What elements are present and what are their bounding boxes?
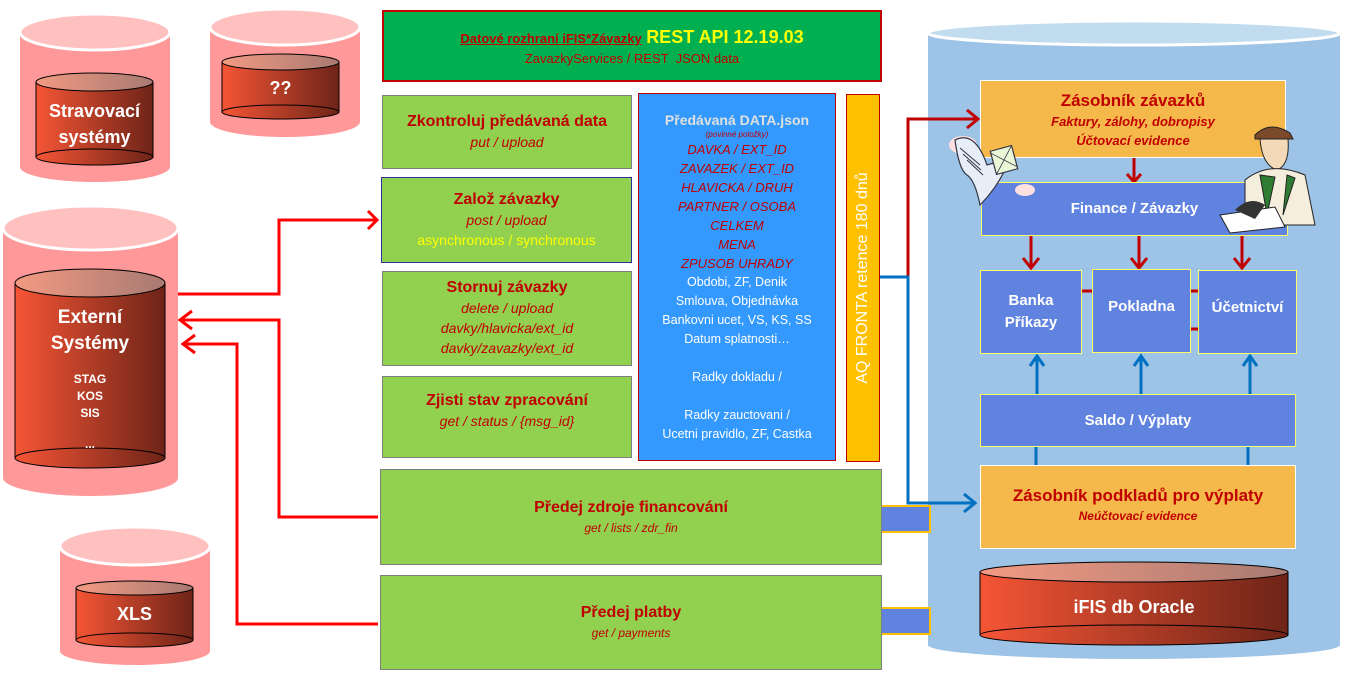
optional-field xyxy=(639,387,835,406)
connectors-red xyxy=(177,209,380,626)
optional-field: Radky zauctovani / xyxy=(684,408,790,422)
cylinder-stravovaci xyxy=(18,12,172,182)
op-method: get / payments xyxy=(591,626,671,640)
op-path: davky/hlavicka/ext_id xyxy=(440,320,574,336)
dove-with-letter-icon xyxy=(949,136,1035,207)
zasobnik-zavazku-line1: Faktury, zálohy, dobropisy xyxy=(1051,114,1215,129)
op-note: asynchronous / synchronous xyxy=(417,232,596,248)
arrowhead-externi-2 xyxy=(180,333,196,355)
required-field: ZAVAZEK / EXT_ID xyxy=(679,161,795,176)
zasobnik-zavazku-line2: Účtovací evidence xyxy=(1076,133,1190,148)
arrowhead-zaloz xyxy=(366,209,380,231)
optional-field: Smlouva, Objednávka xyxy=(675,294,799,308)
externi-item: STAG xyxy=(73,372,107,386)
arrowhead-externi-1 xyxy=(177,309,193,331)
optional-field: Obdobi, ZF, Denik xyxy=(686,275,788,289)
optional-field: Radky dokladu / xyxy=(692,370,782,384)
externi-line1: Externí xyxy=(57,307,123,328)
op-zaloz[interactable]: Založ závazky post / upload asynchronous… xyxy=(381,177,632,263)
op-title: Předej platby xyxy=(580,604,682,621)
op-zjisti-stav[interactable]: Zjisti stav zpracování get / status / {m… xyxy=(382,376,632,458)
op-predej-platby[interactable]: Předej platby get / payments xyxy=(380,575,882,670)
required-field: MENA xyxy=(718,237,756,252)
optional-field xyxy=(639,349,835,368)
externi-label: Externí Systémy STAG KOS SIS ... xyxy=(15,305,165,453)
op-path: davky/zavazky/ext_id xyxy=(440,340,574,356)
cylinder-oracle xyxy=(979,561,1289,646)
required-field: HLAVICKA / DRUH xyxy=(681,180,793,195)
required-field: DAVKA / EXT_ID xyxy=(687,142,787,157)
required-field: ZPUSOB UHRADY xyxy=(681,256,793,271)
op-method: get / lists / zdr_fin xyxy=(584,521,678,535)
optional-field: Datum splatnosti… xyxy=(684,332,790,346)
op-zkontroluj[interactable]: Zkontroluj předávaná data put / upload xyxy=(382,95,632,169)
cylinder-unknown xyxy=(208,7,362,137)
externi-item: SIS xyxy=(80,406,100,420)
required-field: PARTNER / OSOBA xyxy=(678,199,796,214)
optional-field: Ucetni pravidlo, ZF, Castka xyxy=(662,427,812,441)
externi-line2: Systémy xyxy=(50,333,130,354)
zasobnik-podkladu-subtitle: Neúčtovací evidence xyxy=(1078,509,1198,523)
header-title-prefix: Datové rozhraní iFIS*Závazky xyxy=(460,31,642,46)
oracle-db-label: iFIS db Oracle xyxy=(1073,597,1195,617)
connector-from-zdroje xyxy=(180,318,378,519)
zasobnik-podkladu-title: Zásobník podkladů pro výplaty xyxy=(1012,486,1264,505)
stravovaci-line1: Stravovací xyxy=(48,101,141,121)
op-title: Zkontroluj předávaná data xyxy=(406,113,608,130)
zasobnik-zavazku: Zásobník závazků Faktury, zálohy, dobrop… xyxy=(980,80,1286,158)
finance-zavazky-label: Finance / Závazky xyxy=(1070,200,1199,217)
zasobnik-podkladu: Zásobník podkladů pro výplaty Neúčtovací… xyxy=(980,465,1296,549)
required-field: CELKEM xyxy=(710,218,764,233)
op-stornuj[interactable]: Stornuj závazky delete / upload davky/hl… xyxy=(382,271,632,366)
banka-line1: Banka xyxy=(1008,292,1054,309)
stravovaci-label: Stravovací systémy xyxy=(36,98,153,150)
aq-fronta-queue: AQ FRONTA retence 180 dnů xyxy=(846,94,880,462)
required-fields-list: DAVKA / EXT_ID ZAVAZEK / EXT_ID HLAVICKA /… xyxy=(639,140,835,273)
op-title: Založ závazky xyxy=(453,191,560,208)
optional-field: Bankovni ucet, VS, KS, SS xyxy=(662,313,812,327)
stravovaci-line2: systémy xyxy=(58,127,131,147)
op-method: put / upload xyxy=(470,134,544,150)
accountant-writing-icon xyxy=(1219,126,1316,234)
op-title: Stornuj závazky xyxy=(446,279,568,296)
op-title: Předej zdroje financování xyxy=(534,499,728,516)
op-predej-zdroje[interactable]: Předej zdroje financování get / lists / … xyxy=(380,469,882,565)
connector-from-platby xyxy=(183,342,378,626)
cylinder-externi xyxy=(1,204,180,496)
pokladna: Pokladna xyxy=(1092,269,1191,353)
externi-item: ... xyxy=(84,437,95,451)
op-method: post / upload xyxy=(466,212,547,228)
header-title-main: REST API 12.19.03 xyxy=(646,27,804,47)
ucetnictvi-label: Účetnictví xyxy=(1211,299,1284,316)
pokladna-label: Pokladna xyxy=(1108,298,1175,315)
cylinder-xls xyxy=(58,525,212,665)
banka-line2: Příkazy xyxy=(1004,314,1058,331)
data-json-box: Předávaná DATA.json (povinné položky) DA… xyxy=(638,93,836,461)
aq-fronta-label: AQ FRONTA retence 180 dnů xyxy=(854,172,871,384)
op-method: get / status / {msg_id} xyxy=(439,413,575,429)
connector-queue-to-podklady xyxy=(880,275,978,514)
saldo-vyplaty: Saldo / Výplaty xyxy=(980,394,1296,447)
data-json-required-note: (povinné položky) xyxy=(705,130,769,139)
op-method: delete / upload xyxy=(461,300,553,316)
api-header: Datové rozhraní iFIS*Závazky REST API 12… xyxy=(382,10,882,82)
connector-to-zaloz xyxy=(178,218,377,296)
externi-item: KOS xyxy=(76,389,103,403)
op-title: Zjisti stav zpracování xyxy=(426,392,588,409)
banka-prikazy: Banka Příkazy xyxy=(980,270,1082,354)
header-subtitle: ZavazkyServices / REST JSON data xyxy=(524,51,740,66)
ucetnictvi: Účetnictví xyxy=(1198,270,1297,354)
saldo-label: Saldo / Výplaty xyxy=(1084,411,1192,429)
xls-label: XLS xyxy=(116,604,152,624)
data-json-title: Předávaná DATA.json xyxy=(664,112,810,128)
unknown-system-label: ?? xyxy=(269,78,292,98)
zasobnik-zavazku-title: Zásobník závazků xyxy=(1060,91,1206,110)
